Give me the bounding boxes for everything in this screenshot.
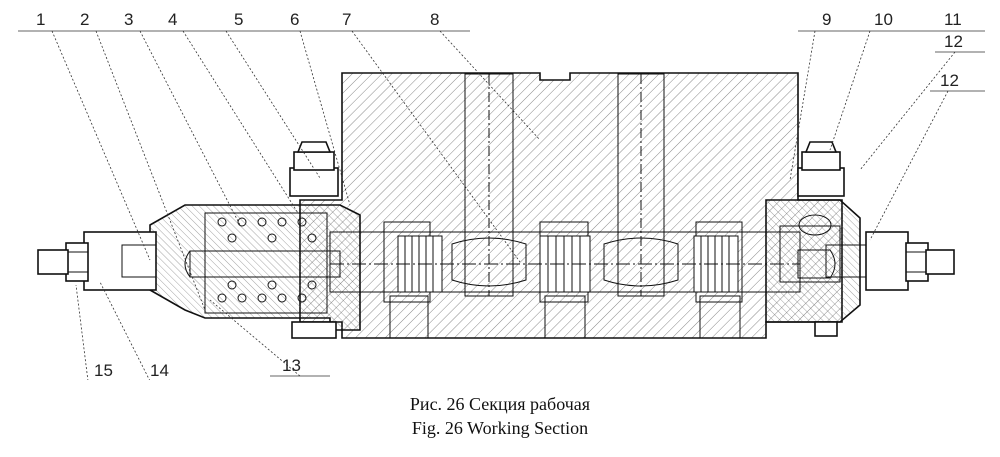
right-adjuster xyxy=(825,231,955,291)
spool xyxy=(329,221,801,303)
callout-1: 1 xyxy=(36,10,45,29)
callout-4: 4 xyxy=(168,10,177,29)
working-section-drawing: 1 2 3 4 5 6 7 8 9 10 11 12 12 15 14 13 xyxy=(18,10,985,380)
figure-caption-en: Fig. 26 Working Section xyxy=(411,418,589,438)
right-fitting xyxy=(797,141,845,337)
callout-12b: 12 xyxy=(940,71,959,90)
callout-5: 5 xyxy=(234,10,243,29)
callout-8: 8 xyxy=(430,10,439,29)
callout-11: 11 xyxy=(944,10,962,29)
callout-7: 7 xyxy=(342,10,351,29)
vertical-bores xyxy=(389,73,741,339)
callout-3: 3 xyxy=(124,10,133,29)
callout-15: 15 xyxy=(94,361,113,380)
callout-10: 10 xyxy=(874,10,893,29)
callout-6: 6 xyxy=(290,10,299,29)
left-adjuster xyxy=(37,231,157,291)
right-cap xyxy=(765,199,861,323)
callout-numbers: 1 2 3 4 5 6 7 8 9 10 11 12 12 15 14 13 xyxy=(36,10,963,380)
callout-9: 9 xyxy=(822,10,831,29)
left-spring-housing xyxy=(149,204,361,331)
callout-14: 14 xyxy=(150,361,169,380)
callout-12a: 12 xyxy=(944,32,963,51)
figure-caption-ru: Рис. 26 Секция рабочая xyxy=(409,394,591,414)
left-fitting xyxy=(289,141,339,339)
callout-leaders xyxy=(18,30,985,380)
callout-13: 13 xyxy=(282,356,301,375)
valve-body xyxy=(299,72,843,339)
callout-2: 2 xyxy=(80,10,89,29)
